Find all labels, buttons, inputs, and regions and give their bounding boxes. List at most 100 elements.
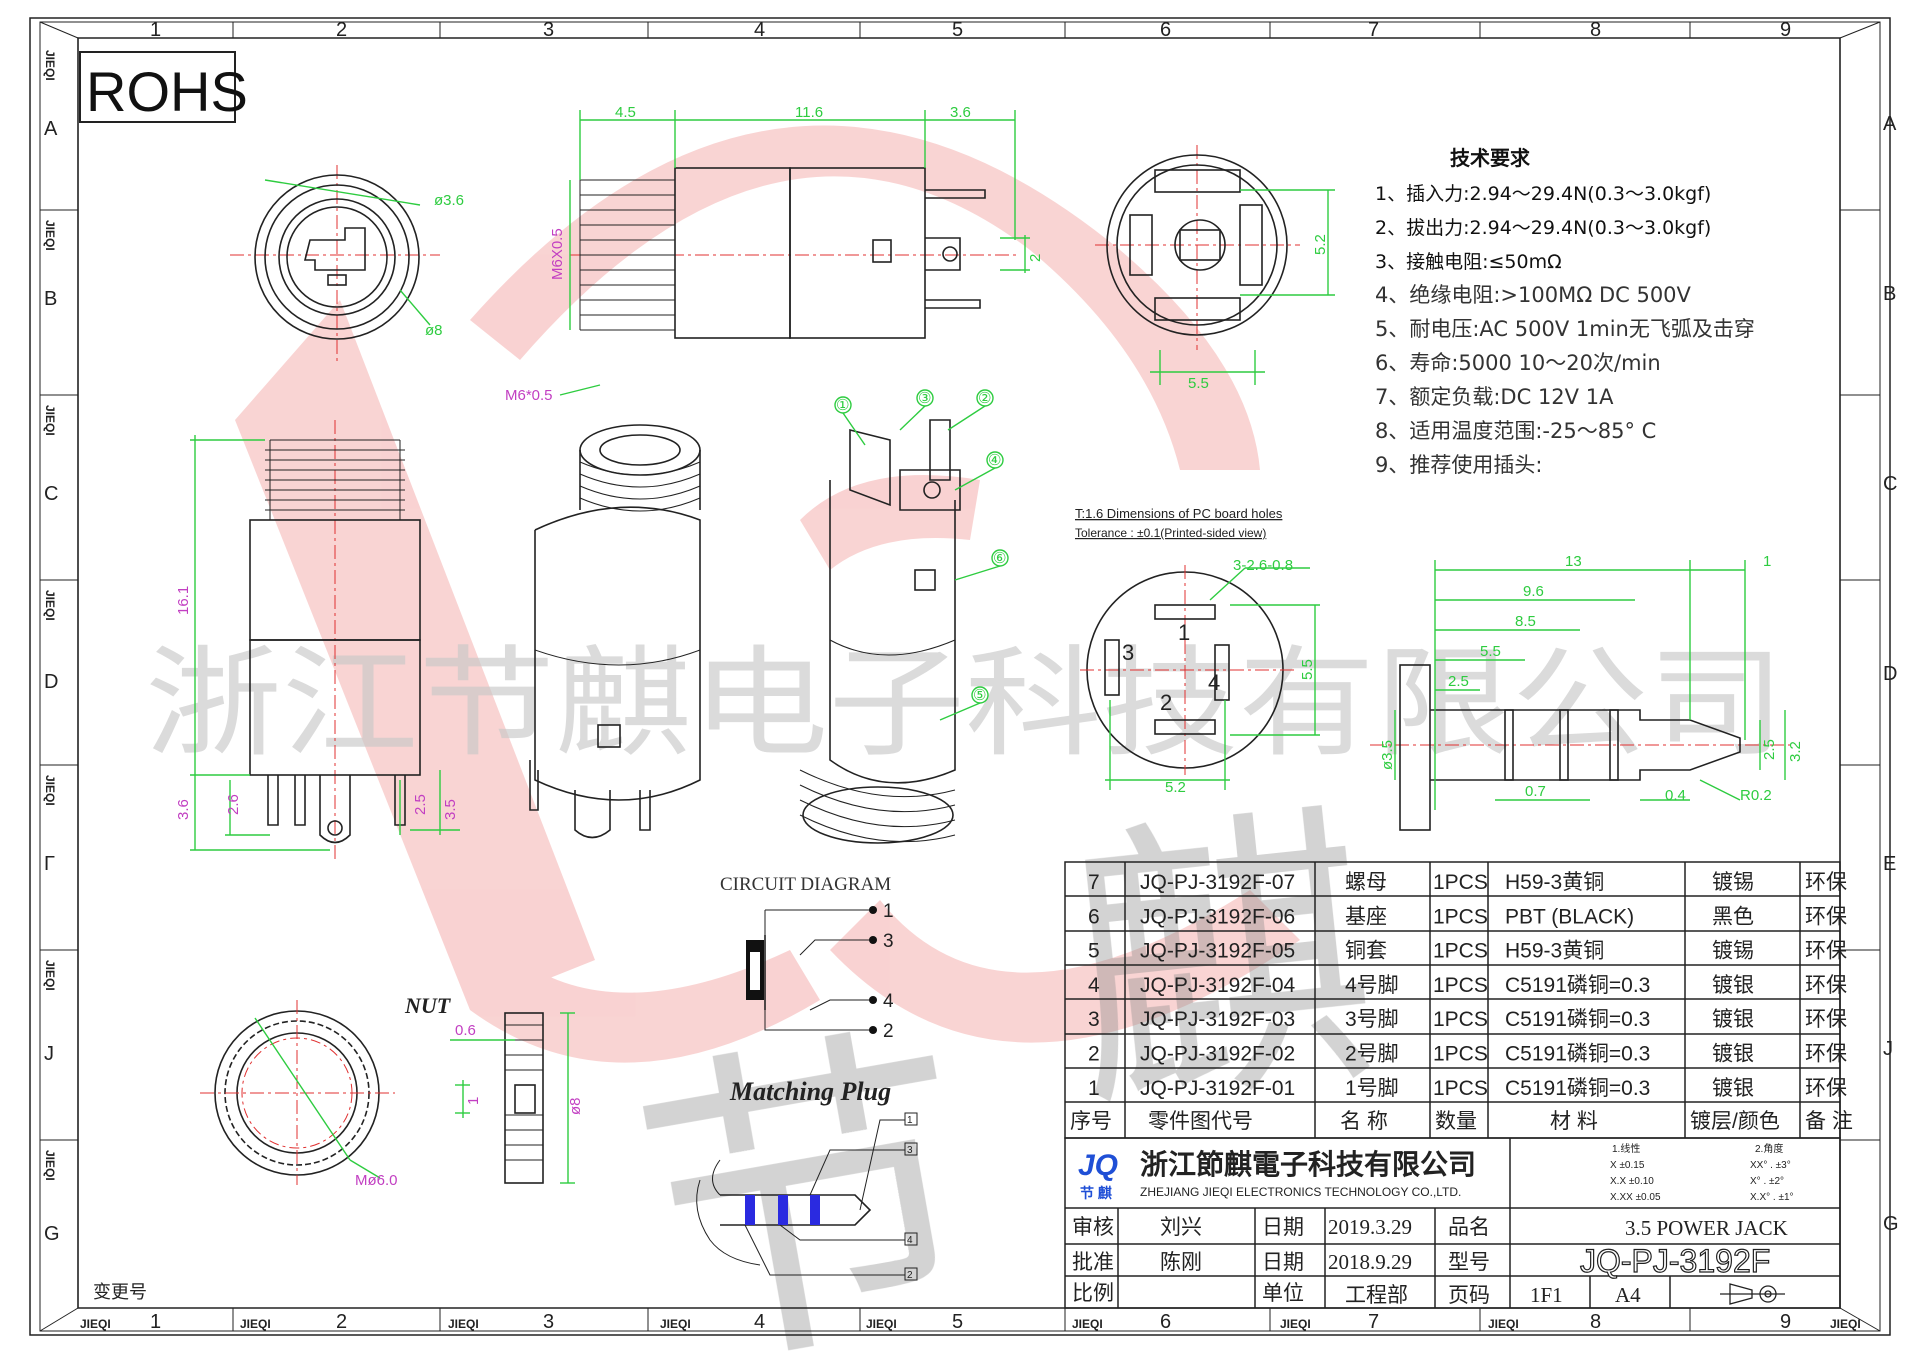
bom-cell-material: PBT (BLACK) bbox=[1505, 905, 1634, 928]
dim-5-2-pcb: 5.2 bbox=[1165, 779, 1186, 796]
req-3: 3、接触电阻:≤50mΩ bbox=[1375, 251, 1562, 273]
grid-col-1-bottom: 1 bbox=[150, 1311, 161, 1333]
bom-cell-name: 4号脚 bbox=[1345, 974, 1399, 997]
grid-row-j-right: J bbox=[1883, 1038, 1893, 1060]
req-1: 1、插入力:2.94～29.4N(0.3～3.0kgf) bbox=[1375, 183, 1711, 205]
grid-col-2-bottom: 2 bbox=[336, 1311, 347, 1333]
circuit-pin-2: 2 bbox=[883, 1021, 894, 1042]
dim-plug-8-5: 8.5 bbox=[1515, 613, 1536, 630]
circuit-pin-4: 4 bbox=[883, 991, 894, 1012]
bom-cell-no: 7 bbox=[1088, 871, 1100, 894]
req-6: 6、寿命:5000 10～20次/min bbox=[1375, 351, 1661, 375]
pin-2: 2 bbox=[1160, 690, 1172, 715]
rear-view: 5.5 5.2 bbox=[1095, 145, 1335, 392]
bom-header-qty: 数量 bbox=[1435, 1110, 1477, 1133]
company-name-cn: 浙江節麒電子科技有限公司 bbox=[1140, 1148, 1476, 1180]
pcb-tolerance: Tolerance : ±0.1(Printed-sided view) bbox=[1075, 526, 1266, 540]
dim-nut-0-6: 0.6 bbox=[455, 1022, 476, 1039]
jieqi-mark-b8: JIEQI bbox=[1488, 1317, 1519, 1331]
review-date-label: 日期 bbox=[1262, 1216, 1304, 1239]
bom-cell-env: 环保 bbox=[1805, 1043, 1847, 1066]
bom-header-part: 零件图代号 bbox=[1148, 1110, 1253, 1133]
side-view-top: 4.5 11.6 3.6 M6X0.5 2 bbox=[549, 104, 1044, 339]
balloon-1: ① bbox=[836, 397, 849, 414]
grid-row-a-right: A bbox=[1883, 113, 1897, 135]
bom-cell-no: 4 bbox=[1088, 974, 1100, 997]
jieqi-mark-l7: JIEQI bbox=[43, 1150, 57, 1181]
plug-title: Matching Plug bbox=[729, 1077, 891, 1106]
dim-5-2-rear: 5.2 bbox=[1312, 234, 1329, 255]
watermark-company: 浙江节麒电子科技有限公司 bbox=[145, 635, 1785, 774]
bom-cell-env: 环保 bbox=[1805, 1008, 1847, 1031]
bom-cell-qty: 1PCS bbox=[1433, 940, 1488, 963]
product-name-label: 品名 bbox=[1448, 1216, 1490, 1239]
page-value: 1F1 bbox=[1530, 1283, 1563, 1307]
grid-row-e: Γ bbox=[44, 853, 55, 875]
model-label: 型号 bbox=[1448, 1251, 1490, 1274]
tol-linear-title: 1.线性 bbox=[1612, 1142, 1640, 1155]
bom-cell-finish: 镀银 bbox=[1712, 974, 1754, 997]
technical-requirements: 技术要求 1、插入力:2.94～29.4N(0.3～3.0kgf) 2、拔出力:… bbox=[1375, 146, 1755, 477]
bom-header-no: 序号 bbox=[1070, 1110, 1112, 1133]
bom-cell-qty: 1PCS bbox=[1433, 1043, 1488, 1066]
dim-nut-m6: Mø6.0 bbox=[355, 1172, 398, 1189]
plug-pin-2: 2 bbox=[907, 1270, 913, 1281]
front-view: ø3.6 ø8 bbox=[230, 165, 464, 365]
bom-cell-qty: 1PCS bbox=[1433, 905, 1488, 928]
tol-angle-3: X.X° . ±1° bbox=[1750, 1192, 1794, 1203]
tol-angle-1: XX° . ±3° bbox=[1750, 1160, 1791, 1171]
dim-plug-r0-2: R0.2 bbox=[1740, 787, 1772, 804]
grid-col-7-bottom: 7 bbox=[1368, 1311, 1379, 1333]
dim-nut-1: 1 bbox=[465, 1097, 482, 1105]
req-8: 8、适用温度范围:-25～85° C bbox=[1375, 419, 1656, 443]
jieqi-mark-b1: JIEQI bbox=[80, 1317, 111, 1331]
dim-11-6: 11.6 bbox=[795, 104, 823, 121]
bom-header-material: 材 料 bbox=[1550, 1110, 1598, 1133]
dim-m6-0-5: M6*0.5 bbox=[505, 387, 553, 404]
bom-cell-no: 2 bbox=[1088, 1043, 1100, 1066]
bom-cell-part: JQ-PJ-3192F-04 bbox=[1140, 974, 1296, 997]
bom-cell-env: 环保 bbox=[1805, 905, 1847, 928]
dim-3-6-top: 3.6 bbox=[950, 104, 971, 121]
dim-holes: 3-2.6-0.8 bbox=[1233, 557, 1293, 574]
circuit-pin-3: 3 bbox=[883, 931, 894, 952]
jieqi-mark-l2: JIEQI bbox=[43, 220, 57, 251]
dim-4-5: 4.5 bbox=[615, 104, 636, 121]
matching-plug: Matching Plug 1 3 4 2 bbox=[696, 1077, 918, 1281]
bom-header-env: 备 注 bbox=[1805, 1110, 1853, 1133]
pin-4: 4 bbox=[1208, 670, 1220, 695]
approver: 陈刚 bbox=[1160, 1251, 1202, 1274]
grid-col-3: 3 bbox=[543, 19, 554, 41]
dim-plug-0-7: 0.7 bbox=[1525, 783, 1546, 800]
grid-col-6-bottom: 6 bbox=[1160, 1311, 1171, 1333]
dim-3-6-left: 3.6 bbox=[175, 799, 192, 820]
dim-2: 2 bbox=[1027, 254, 1044, 262]
grid-col-9: 9 bbox=[1780, 19, 1791, 41]
dim-2-5: 2.5 bbox=[412, 794, 429, 815]
bom-cell-finish: 镀银 bbox=[1712, 1043, 1754, 1066]
circuit-pin-1: 1 bbox=[883, 901, 894, 922]
bom-cell-no: 3 bbox=[1088, 1008, 1100, 1031]
balloon-2: ② bbox=[978, 390, 991, 407]
bom-cell-material: H59-3黄铜 bbox=[1505, 871, 1604, 894]
rohs-badge: ROHS bbox=[79, 51, 248, 123]
jieqi-mark-l4: JIEQI bbox=[43, 590, 57, 621]
scale-label: 比例 bbox=[1072, 1282, 1114, 1305]
plug-dimension-view: 13 1 9.6 8.5 5.5 2.5 0.7 0.4 R0.2 ø3.5 2… bbox=[1370, 553, 1804, 831]
bom-cell-material: C5191磷铜=0.3 bbox=[1505, 1077, 1650, 1100]
company-logo: JQ bbox=[1078, 1149, 1118, 1182]
grid-row-g-right: G bbox=[1883, 1213, 1899, 1235]
circuit-title: CIRCUIT DIAGRAM bbox=[720, 874, 891, 895]
bom-cell-name: 3号脚 bbox=[1345, 1008, 1399, 1031]
tol-angle-title: 2.角度 bbox=[1755, 1142, 1783, 1155]
dim-plug-1: 1 bbox=[1763, 553, 1771, 570]
jieqi-mark-b4: JIEQI bbox=[660, 1317, 691, 1331]
dim-16-1: 16.1 bbox=[175, 586, 192, 615]
jieqi-mark-b9: JIEQI bbox=[1830, 1317, 1861, 1331]
grid-col-9-bottom: 9 bbox=[1780, 1311, 1791, 1333]
bom-cell-name: 2号脚 bbox=[1345, 1043, 1399, 1066]
projection-symbol-icon bbox=[1720, 1283, 1785, 1305]
dim-2-6: 2.6 bbox=[225, 794, 242, 815]
